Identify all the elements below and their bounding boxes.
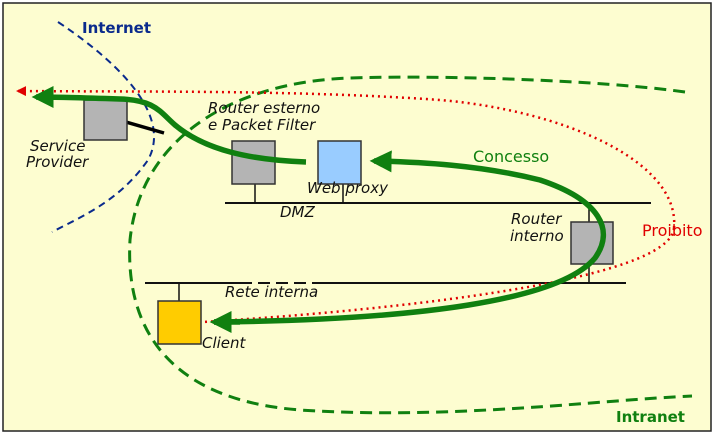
router-esterno-label-line1: Router esterno [208, 99, 320, 117]
internet-boundary [51, 21, 155, 233]
router-interno-label-line1: Router [511, 210, 562, 228]
concesso-label: Concesso [473, 147, 549, 166]
allowed-path-outbound [31, 86, 307, 165]
rete-interna-label: Rete interna [225, 283, 318, 301]
diagram-background [2, 2, 712, 432]
service-provider-box [83, 99, 128, 141]
internet-label: Internet [82, 19, 151, 37]
web-proxy-box [317, 140, 362, 185]
service-provider-link [125, 120, 165, 135]
intranet-label: Intranet [616, 408, 685, 426]
allowed-path-inbound [213, 150, 607, 325]
client-label: Client [202, 334, 247, 352]
service-provider-label-line1: Service [30, 137, 85, 155]
intranet-boundary [128, 75, 693, 415]
client-box [157, 300, 202, 345]
service-provider-label-line2: Provider [26, 153, 89, 171]
forbidden-path-lower [201, 227, 676, 324]
web-proxy-label: Web proxy [307, 179, 389, 197]
router-esterno-box [231, 140, 276, 185]
proibito-label: Proibito [642, 221, 703, 240]
dmz-label: DMZ [280, 203, 315, 221]
forbidden-path [16, 86, 676, 229]
router-esterno-label-line2: e Packet Filter [208, 116, 316, 134]
router-interno-label-line2: interno [510, 227, 564, 245]
router-interno-box [570, 221, 614, 265]
